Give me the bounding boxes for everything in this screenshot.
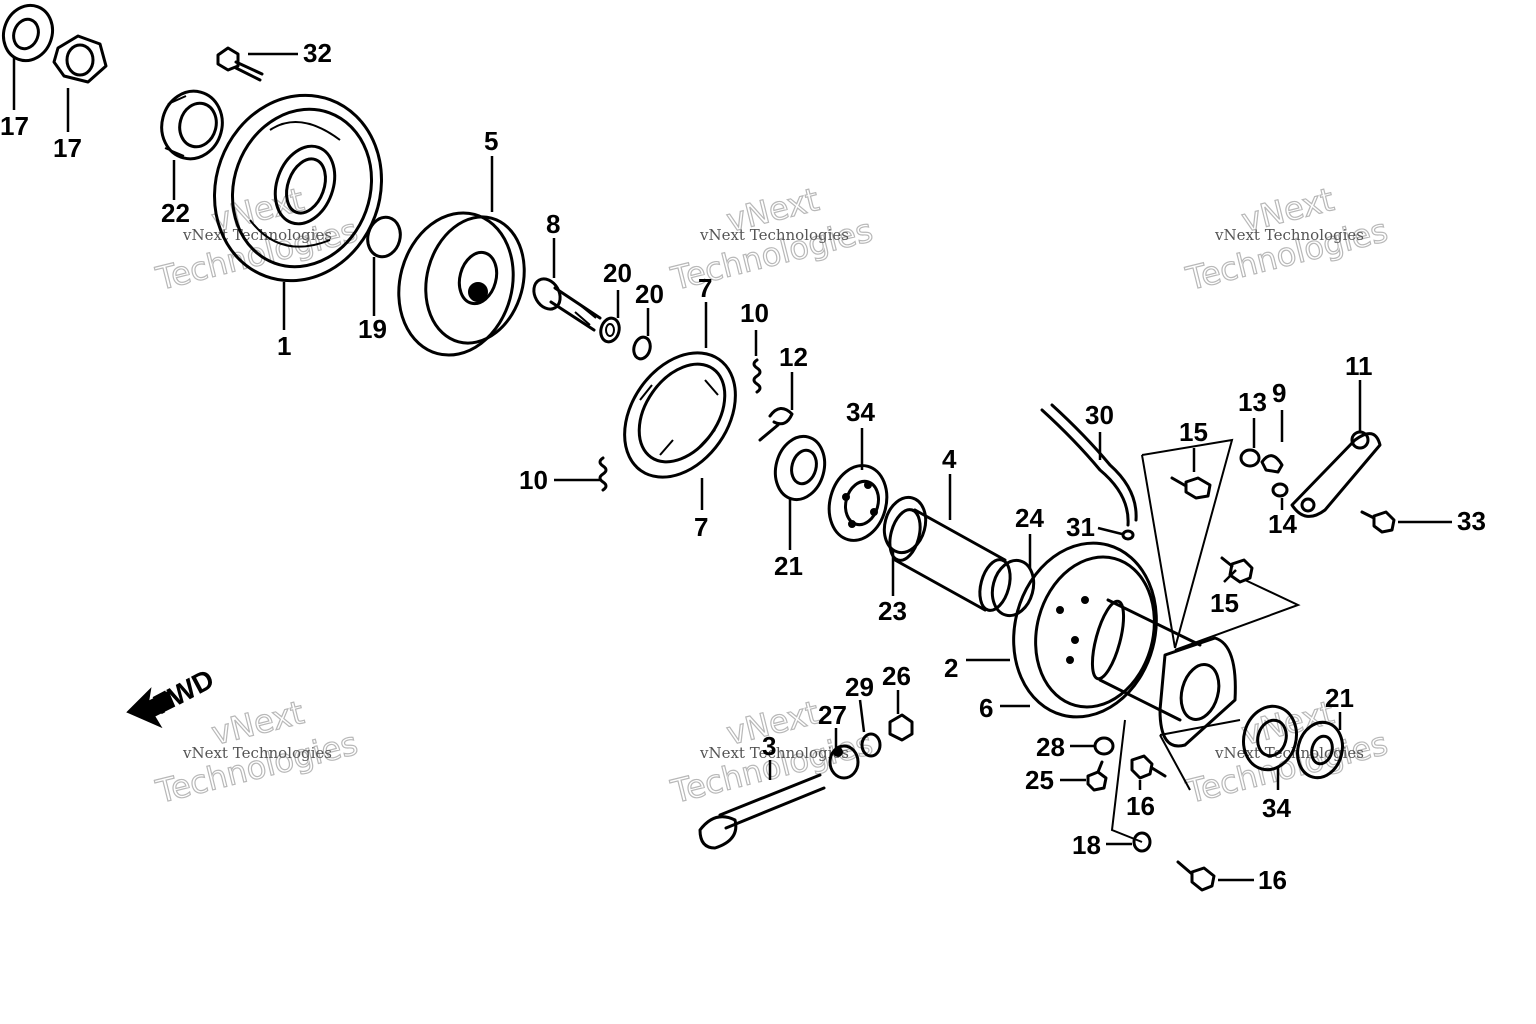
callout-26: 26 — [882, 661, 911, 691]
part-22-oil-seal — [160, 89, 224, 161]
callout-18: 18 — [1072, 830, 1101, 860]
part-20-washer-b — [632, 335, 652, 361]
part-4-sleeve — [888, 508, 1012, 612]
callout-16b: 16 — [1258, 865, 1287, 895]
part-17-nut-b — [52, 34, 108, 84]
callout-7b: 7 — [694, 512, 708, 542]
part-11-brake-arm — [1290, 430, 1382, 518]
callout-29: 29 — [845, 672, 874, 702]
part-9-indicator — [1260, 454, 1284, 474]
part-23-ring — [882, 495, 928, 555]
callout-21b: 21 — [1325, 683, 1354, 713]
part-hub-plate — [1158, 636, 1237, 748]
callout-17a: 17 — [0, 111, 29, 141]
callout-11: 11 — [1345, 351, 1373, 381]
watermark-top-right: vNext Technologies vNext Technologies — [1181, 180, 1392, 299]
callout-2: 2 — [944, 653, 958, 683]
part-16-bolt-b — [1176, 860, 1216, 892]
callout-7a: 7 — [698, 273, 712, 303]
part-31-fitting — [1121, 529, 1135, 541]
callout-labels: 17 17 32 22 1 19 5 8 20 20 7 7 10 10 12 … — [0, 38, 1486, 895]
part-14-washer — [1271, 482, 1289, 498]
part-20-washer-a — [599, 316, 621, 344]
callout-31: 31 — [1066, 512, 1095, 542]
part-24-ring — [990, 558, 1036, 618]
watermark-small-text: vNext Technologies — [1214, 744, 1364, 762]
part-34-bearing-left — [827, 464, 889, 542]
part-17-nut-a — [1, 3, 55, 63]
part-32-bolt — [216, 46, 264, 82]
part-30-hose — [1040, 403, 1138, 527]
watermark-small-text: vNext Technologies — [182, 744, 332, 762]
part-33-bolt — [1360, 510, 1396, 534]
watermark-small-text: vNext Technologies — [1214, 226, 1364, 244]
callout-9: 9 — [1272, 378, 1286, 408]
watermark-small-text: vNext Technologies — [699, 744, 849, 762]
leader-lines — [12, 52, 1452, 882]
callout-30: 30 — [1085, 400, 1114, 430]
assembly-lines — [1110, 438, 1301, 843]
fwd-arrow: FWD — [126, 663, 219, 729]
callout-14: 14 — [1268, 509, 1297, 539]
watermark-bottom-left: vNext Technologies vNext Technologies — [151, 693, 362, 812]
callout-5: 5 — [484, 126, 498, 156]
watermark-small-text: vNext Technologies — [699, 226, 849, 244]
part-34-bearing-right — [1242, 704, 1298, 772]
part-10-spring-a — [752, 358, 762, 394]
callout-23: 23 — [878, 596, 907, 626]
part-21-bearing-right — [1296, 720, 1344, 780]
fwd-label: FWD — [148, 663, 219, 720]
callout-19: 19 — [358, 314, 387, 344]
part-1-brake-panel — [213, 93, 383, 283]
part-5-brake-drum — [397, 211, 526, 357]
callout-3: 3 — [762, 731, 776, 761]
part-13-nut — [1239, 448, 1261, 468]
part-16-bolt-a — [1130, 754, 1167, 780]
part-26-nut — [888, 713, 914, 742]
part-15-bolt-a — [1170, 476, 1212, 500]
part-28-nut — [1093, 736, 1115, 756]
callout-10a: 10 — [740, 298, 769, 328]
callout-21a: 21 — [774, 551, 803, 581]
callout-25: 25 — [1025, 765, 1054, 795]
part-29-washer — [860, 732, 882, 758]
callout-22: 22 — [161, 198, 190, 228]
callout-15a: 15 — [1179, 417, 1208, 447]
callout-34b: 34 — [1262, 793, 1291, 823]
callout-16a: 16 — [1126, 791, 1155, 821]
callout-34a: 34 — [846, 397, 875, 427]
callout-24: 24 — [1015, 503, 1044, 533]
part-3-adjuster-rod — [698, 773, 826, 850]
callout-17b: 17 — [53, 133, 82, 163]
callout-12: 12 — [779, 342, 808, 372]
part-19-o-ring — [366, 215, 402, 259]
part-12-spring — [758, 407, 794, 442]
part-21-bearing-left — [773, 434, 827, 502]
callout-20a: 20 — [603, 258, 632, 288]
part-25-bolt — [1086, 760, 1108, 792]
callout-28: 28 — [1036, 732, 1065, 762]
callout-6: 6 — [979, 693, 993, 723]
callout-13: 13 — [1238, 387, 1267, 417]
callout-15b: 15 — [1210, 588, 1239, 618]
callout-33: 33 — [1457, 506, 1486, 536]
part-8-brake-cam — [532, 277, 602, 332]
callout-1: 1 — [277, 331, 291, 361]
callout-10b: 10 — [519, 465, 548, 495]
part-2-wheel-hub — [1012, 541, 1202, 722]
callout-4: 4 — [942, 444, 957, 474]
part-27-pivot — [828, 744, 860, 780]
callout-20b: 20 — [635, 279, 664, 309]
part-7-brake-shoes — [623, 351, 737, 479]
callout-32: 32 — [303, 38, 332, 68]
callout-8: 8 — [546, 209, 560, 239]
part-18-nut — [1132, 831, 1152, 853]
part-10-spring-b — [598, 456, 608, 492]
callout-27: 27 — [818, 700, 847, 730]
